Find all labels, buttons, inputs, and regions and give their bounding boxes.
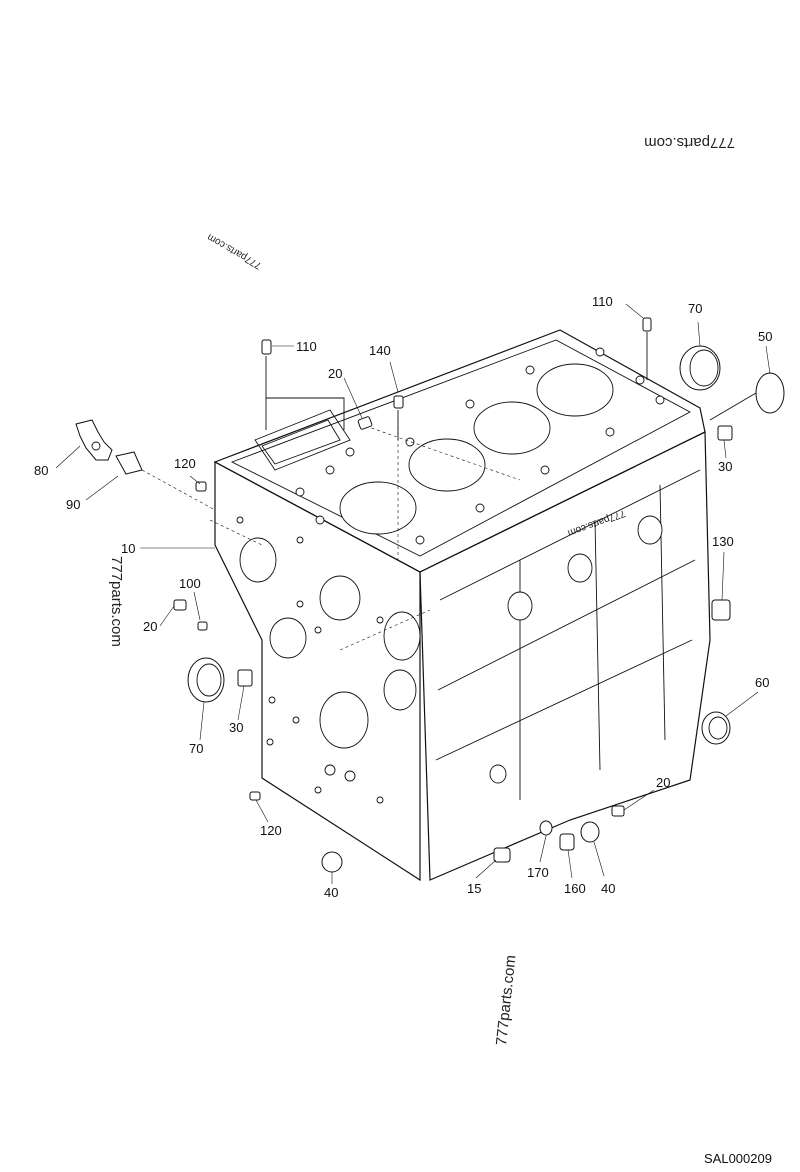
callout-40-left: 40 [324,885,338,900]
callout-160: 160 [564,881,586,896]
leader-lines [55,303,771,884]
callout-80: 80 [34,463,48,478]
callout-120-top: 120 [174,456,196,471]
callout-20-top: 20 [328,366,342,381]
plug-20-lower [611,805,625,817]
callout-10: 10 [121,541,135,556]
callout-110-right: 110 [592,294,613,309]
deck-holes [295,347,665,545]
washer-170 [539,820,553,836]
sensor-90 [115,451,216,511]
callout-90: 90 [66,497,80,512]
plug-20-top [357,416,373,430]
seal-60 [701,711,731,745]
drawing-code: SAL000209 [704,1151,772,1166]
dowel-pin-110-right [642,317,652,380]
callout-30-right: 30 [718,459,732,474]
seal-cap-70-top [679,345,721,391]
callout-20-lower: 20 [656,775,670,790]
plug-20-left [173,599,187,611]
callout-15: 15 [467,881,481,896]
plug-140 [393,395,404,440]
dowel-pin-110-left [261,339,345,430]
callout-110-left: 110 [296,339,317,354]
cylinder-block [209,329,711,882]
pin-120-top [195,481,207,492]
callout-70-top: 70 [688,301,702,316]
callout-60: 60 [755,675,769,690]
callout-120-lower: 120 [260,823,282,838]
fitting-80 [75,419,113,461]
bolt-160 [559,833,575,851]
pin-100 [197,621,208,631]
watermark-top-right: 777parts.com [644,134,735,151]
plug-130 [711,599,731,621]
callout-130: 130 [712,534,734,549]
cap-40-left [321,851,343,873]
watermark-left-vertical: 777parts.com [108,556,125,647]
callout-100: 100 [179,576,201,591]
callout-170: 170 [527,865,549,880]
drain-plug-15 [493,847,511,863]
callout-140: 140 [369,343,391,358]
pin-120-lower [249,791,261,801]
plug-30-left [237,669,253,687]
watermark-bottom: 777parts.com [493,954,519,1046]
callout-40-right: 40 [601,881,615,896]
watermark-on-block: 777parts.com [566,507,627,538]
callout-70-left: 70 [189,741,203,756]
callout-30-left: 30 [229,720,243,735]
plug-30-right [717,425,733,441]
seal-70-left [187,657,225,703]
callout-20-left: 20 [143,619,157,634]
watermark-top-left: 777parts.com [206,231,264,271]
front-face-holes [236,516,384,804]
cap-50 [709,372,785,421]
cap-40-right [580,821,600,843]
callout-50: 50 [758,329,772,344]
